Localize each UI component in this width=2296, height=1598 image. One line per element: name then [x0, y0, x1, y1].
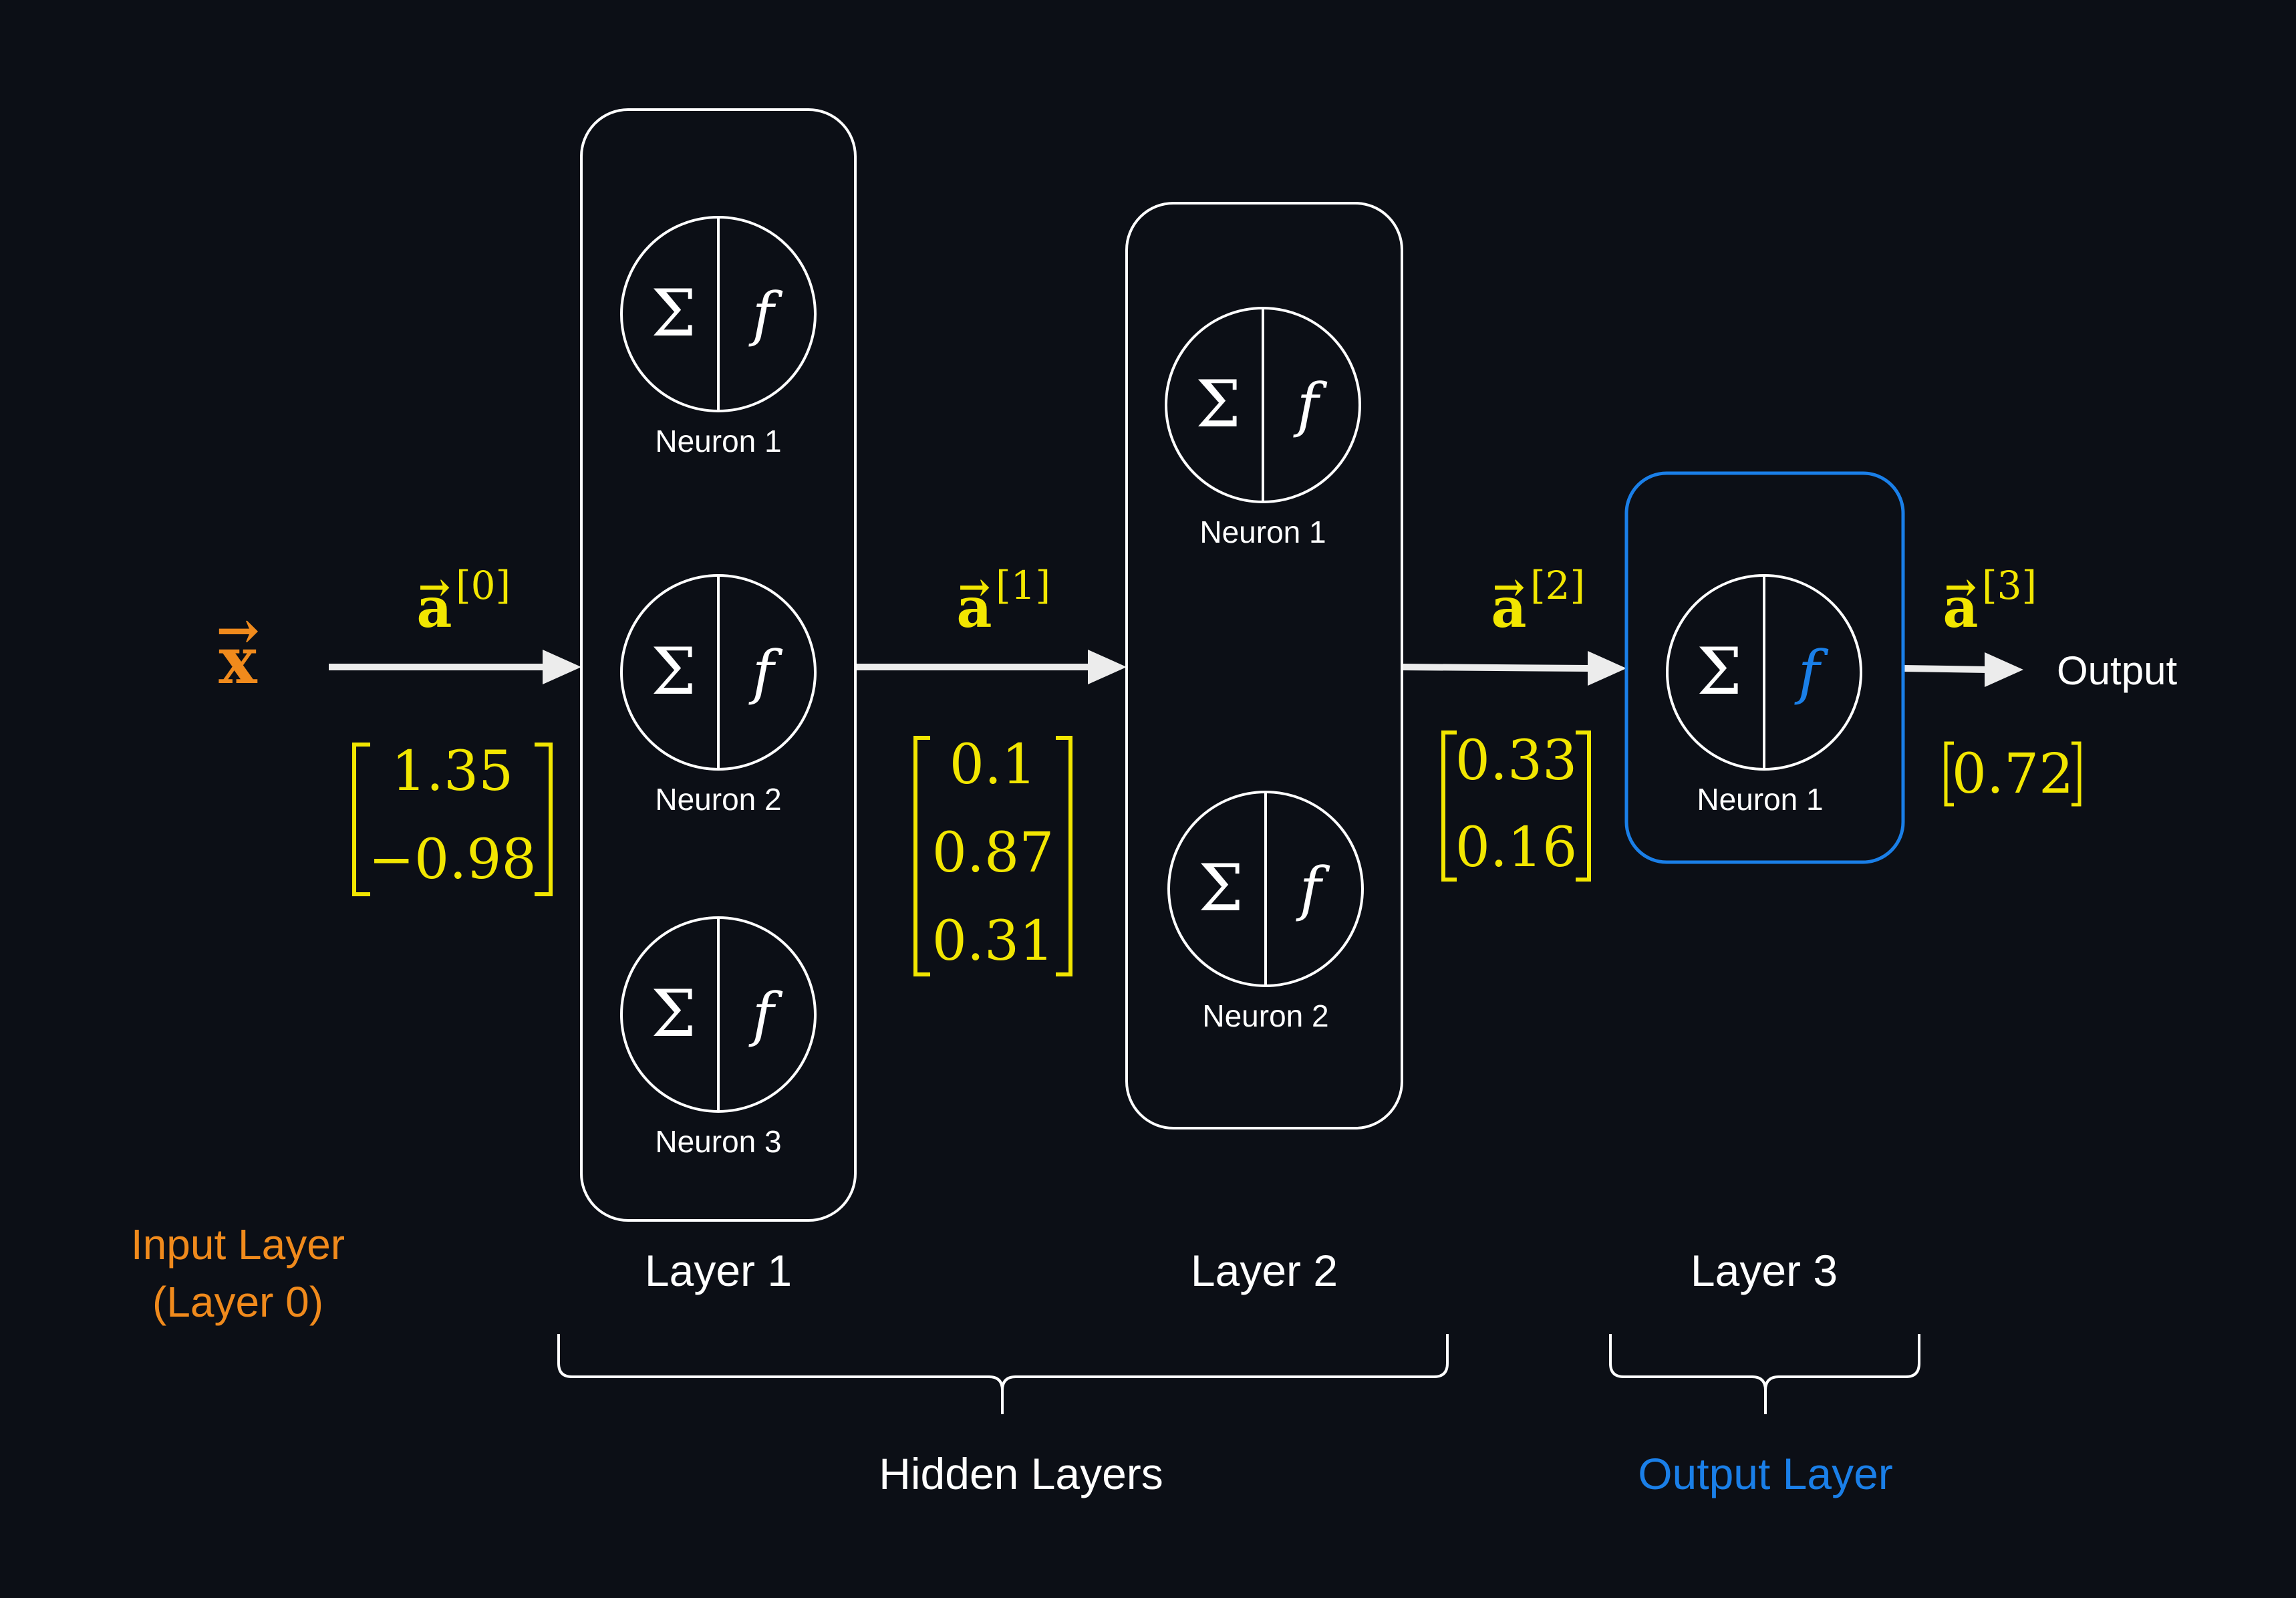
layer-2-neuron-1: Σ f Neuron 1 [1165, 307, 1361, 549]
sum-symbol: Σ [1195, 367, 1241, 442]
sum-symbol: Σ [1697, 634, 1742, 709]
matrix-a3-value-0: 0.72 [1952, 743, 2074, 806]
neuron-label: Neuron 2 [655, 782, 781, 817]
layer-3-label: Layer 3 [1691, 1246, 1838, 1295]
matrix-a2 [1441, 730, 1591, 882]
neuron-label: Neuron 1 [1199, 515, 1326, 549]
activation-function-symbol: f [748, 980, 783, 1049]
activation-base: a [1491, 576, 1526, 640]
arrow-a1-group [855, 650, 1127, 684]
matrix-a0 [352, 743, 553, 896]
activation-label-a2: → a [2] [1491, 563, 1585, 640]
activation-superscript: [2] [1530, 563, 1585, 608]
neuron-label: Neuron 1 [1697, 782, 1823, 817]
matrix-a0-value-0: 1.35 [392, 740, 514, 803]
sum-symbol: Σ [651, 276, 696, 351]
sum-symbol: Σ [651, 634, 696, 709]
input-layer-label: Input Layer [131, 1220, 345, 1269]
activation-function-symbol: f [1296, 854, 1330, 923]
matrix-a1-value-0: 0.1 [950, 733, 1036, 797]
activation-base: a [416, 576, 452, 640]
activation-label-a1: → a [1] [956, 563, 1050, 640]
matrix-a1 [913, 736, 1072, 976]
activation-function-symbol: f [748, 638, 783, 706]
arrow-a3-group [1902, 652, 2023, 687]
layer-3-neuron-1: Σ f Neuron 1 [1666, 574, 1862, 817]
neuron-label: Neuron 2 [1202, 998, 1328, 1033]
hidden-layers-label: Hidden Layers [879, 1449, 1163, 1498]
sum-symbol: Σ [1198, 851, 1244, 926]
neuron-label: Neuron 3 [655, 1124, 781, 1159]
layer-2-label: Layer 2 [1191, 1246, 1338, 1295]
neuron-label: Neuron 1 [655, 424, 781, 458]
activation-label-a3: → a [3] [1943, 563, 2037, 640]
arrow-a0-group [329, 650, 581, 684]
output-layer-label: Output Layer [1638, 1449, 1893, 1498]
matrix-a1-value-2: 0.31 [932, 910, 1054, 973]
arrow-a2-group [1401, 651, 1626, 686]
input-arrow-accent: → [216, 600, 259, 661]
output-layer-brace [1609, 1334, 1920, 1414]
matrix-a2-value-0: 0.33 [1455, 729, 1578, 793]
layer-1-label: Layer 1 [645, 1246, 792, 1295]
activation-label-a0: → a [0] [416, 563, 511, 640]
layer-1-neuron-3: Σ f Neuron 3 [620, 916, 817, 1159]
activation-base: a [956, 576, 992, 640]
matrix-a0-value-1: −0.98 [368, 828, 536, 892]
hidden-layers-brace [557, 1334, 1449, 1414]
input-layer-sublabel: (Layer 0) [152, 1278, 323, 1326]
sum-symbol: Σ [651, 976, 696, 1051]
input-symbol: x [219, 623, 257, 698]
activation-superscript: [1] [996, 563, 1050, 608]
layer-2-box [1125, 202, 1403, 1129]
activation-function-symbol: f [748, 279, 783, 348]
activation-superscript: [3] [1982, 563, 2037, 608]
activation-base: a [1943, 576, 1978, 640]
activation-superscript: [0] [456, 563, 511, 608]
layer-1-neuron-1: Σ f Neuron 1 [620, 216, 817, 458]
svg-text:→: → [1493, 564, 1526, 610]
svg-text:→: → [1945, 564, 1977, 610]
matrix-a3 [1944, 741, 2082, 807]
svg-text:→: → [418, 564, 451, 610]
input-vector-symbol: → x [216, 600, 259, 698]
layer-1-neuron-2: Σ f Neuron 2 [620, 574, 817, 817]
layer-2-neuron-2: Σ f Neuron 2 [1167, 791, 1364, 1033]
matrix-a2-value-1: 0.16 [1455, 816, 1578, 880]
output-label: Output [2057, 648, 2177, 693]
activation-function-symbol: f [1293, 370, 1328, 439]
svg-text:→: → [958, 564, 991, 610]
matrix-a1-value-1: 0.87 [932, 821, 1054, 885]
layer-3-box [1624, 471, 1905, 864]
layer-1-box [580, 108, 857, 1222]
activation-function-symbol: f [1794, 638, 1829, 706]
